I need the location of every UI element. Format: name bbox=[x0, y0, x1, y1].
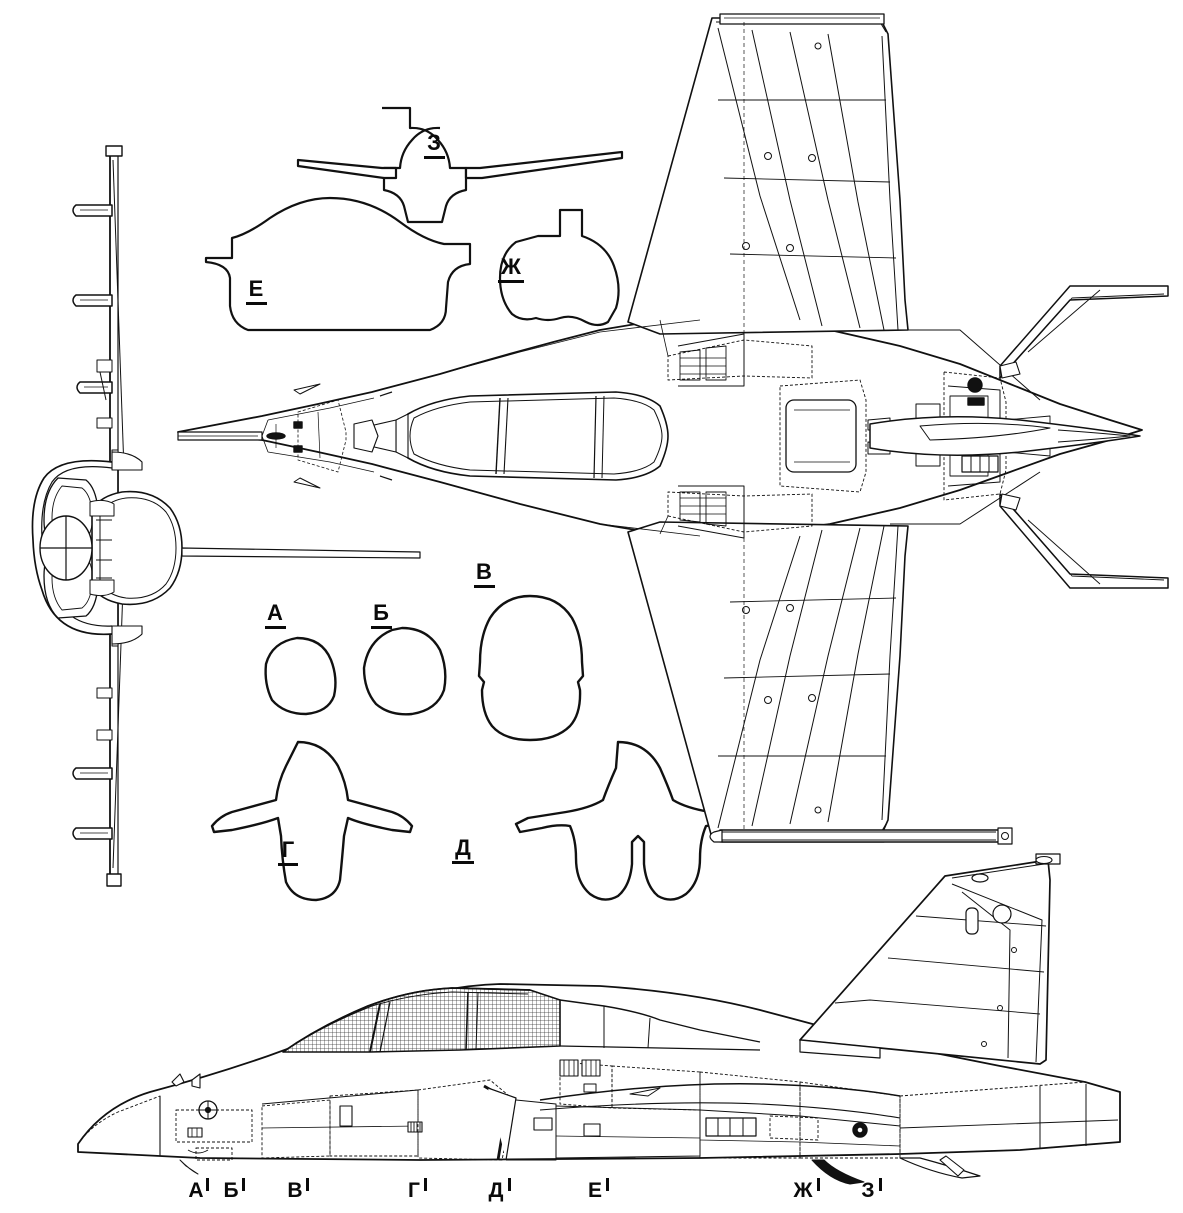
front-view bbox=[31, 145, 421, 887]
cross-section-labels: З Е Ж А Б В Г Д bbox=[246, 130, 524, 866]
cross-section-label-Z-text: З bbox=[427, 130, 441, 155]
side-view bbox=[77, 827, 1121, 1185]
wingtip-lower bbox=[106, 873, 122, 887]
cross-section-V bbox=[477, 594, 585, 742]
station-marker-B-label: Б bbox=[223, 1179, 238, 1202]
station-marker-ZH-tick bbox=[817, 1178, 820, 1191]
front-view-pylons-lower bbox=[72, 687, 113, 840]
station-marker-ZH: Ж bbox=[793, 1178, 820, 1202]
cross-section-A bbox=[264, 636, 337, 716]
front-view-nose-probe bbox=[181, 547, 421, 559]
station-marker-G: Г bbox=[408, 1178, 427, 1202]
station-marker-row: А Б В Г Д Е Ж З bbox=[188, 1178, 882, 1202]
plan-view bbox=[177, 13, 1169, 843]
cross-section-label-B-text: Б bbox=[373, 600, 389, 625]
cross-section-label-ZH: Ж bbox=[498, 254, 524, 283]
plan-view-canopy bbox=[402, 391, 669, 481]
cross-section-E bbox=[204, 196, 472, 332]
cross-section-label-E-text: Е bbox=[249, 276, 264, 301]
station-marker-Z: З bbox=[861, 1178, 882, 1202]
cross-section-shapes-lower bbox=[210, 594, 762, 902]
cross-section-label-D-text: Д bbox=[455, 835, 471, 860]
cross-section-label-B: Б bbox=[371, 600, 392, 629]
cross-section-label-V-text: В bbox=[476, 559, 492, 584]
station-marker-V-tick bbox=[306, 1178, 309, 1191]
station-marker-ZH-label: Ж bbox=[793, 1179, 814, 1202]
cross-section-label-A: А bbox=[265, 600, 286, 629]
cross-section-label-Z: З bbox=[424, 130, 445, 159]
cross-section-label-G-text: Г bbox=[282, 837, 295, 862]
plan-view-wingtip-upper bbox=[719, 13, 885, 25]
cross-section-label-V: В bbox=[474, 559, 495, 588]
cross-section-label-E: Е bbox=[246, 276, 267, 305]
front-view-pylons-upper bbox=[72, 204, 113, 429]
station-marker-A-label: А bbox=[188, 1179, 203, 1202]
station-marker-E-label: Е bbox=[588, 1179, 602, 1202]
station-marker-B-tick bbox=[242, 1178, 245, 1191]
station-marker-V-label: В bbox=[287, 1179, 302, 1202]
station-marker-G-tick bbox=[424, 1178, 427, 1191]
cross-section-shapes-upper bbox=[204, 106, 624, 332]
cross-section-G bbox=[210, 740, 414, 902]
cross-section-ZH bbox=[498, 208, 620, 327]
station-marker-D-label: Д bbox=[489, 1179, 504, 1202]
plan-view-marking-bar bbox=[967, 397, 985, 406]
station-marker-A-tick bbox=[206, 1178, 209, 1191]
station-marker-V: В bbox=[287, 1178, 309, 1202]
cross-section-label-A-text: А bbox=[267, 600, 283, 625]
station-marker-D: Д bbox=[489, 1178, 511, 1202]
station-marker-A: А bbox=[188, 1178, 209, 1202]
cross-section-label-G: Г bbox=[278, 837, 298, 866]
cross-section-B bbox=[362, 626, 447, 716]
station-marker-Z-tick bbox=[879, 1178, 882, 1191]
side-view-vertical-fin bbox=[799, 859, 1051, 1065]
station-marker-G-label: Г bbox=[408, 1179, 420, 1202]
cross-section-label-D: Д bbox=[452, 835, 474, 864]
wingtip-upper bbox=[105, 145, 123, 157]
station-marker-E-tick bbox=[606, 1178, 609, 1191]
station-marker-D-tick bbox=[508, 1178, 511, 1191]
station-marker-E: Е bbox=[588, 1178, 609, 1202]
cross-section-Z bbox=[296, 106, 624, 224]
station-marker-Z-label: З bbox=[861, 1179, 874, 1202]
plan-view-marking-dot bbox=[967, 377, 983, 393]
cross-section-label-ZH-text: Ж bbox=[500, 254, 521, 279]
station-marker-B: Б bbox=[223, 1178, 245, 1202]
